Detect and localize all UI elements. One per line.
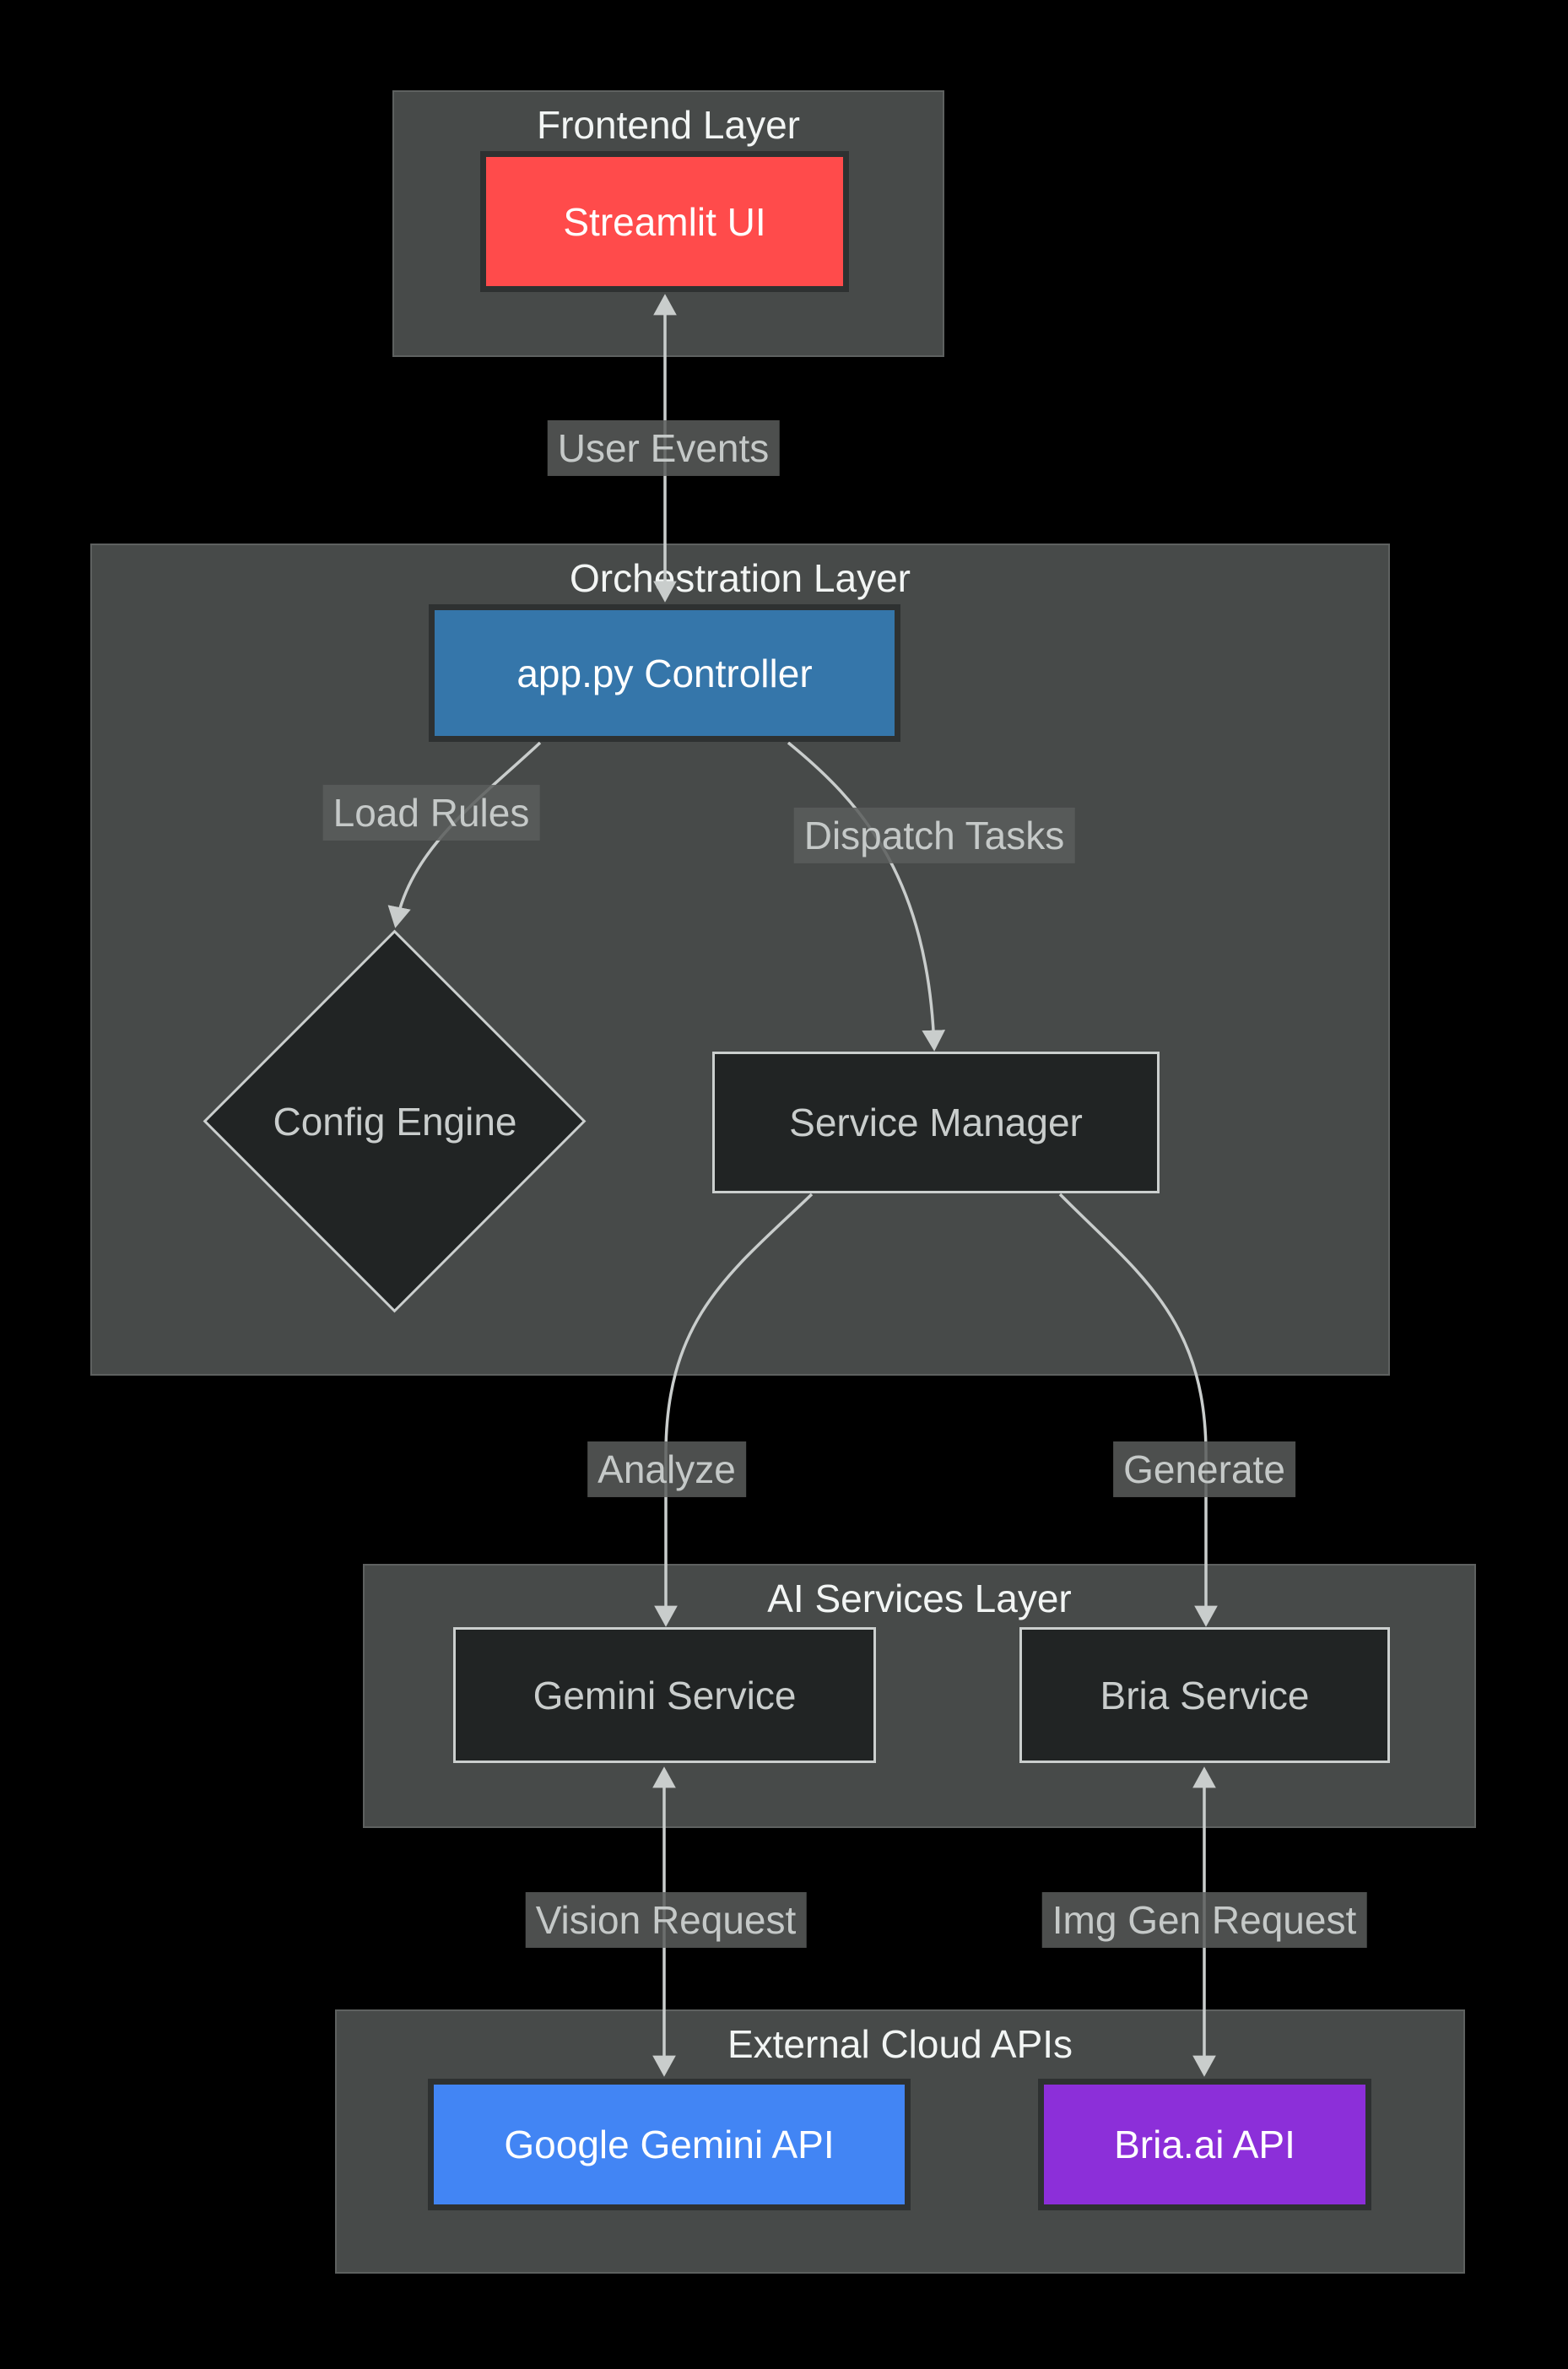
edge-analyze-line xyxy=(654,1193,814,1627)
node-streamlit-ui: Streamlit UI xyxy=(480,151,849,292)
node-service-manager: Service Manager xyxy=(712,1052,1160,1193)
node-service-manager-label: Service Manager xyxy=(789,1101,1083,1144)
node-google-gemini-api-label: Google Gemini API xyxy=(504,2123,835,2166)
edge-label-vision-request: Vision Request xyxy=(525,1891,807,1949)
node-bria-ai-api-label: Bria.ai API xyxy=(1114,2123,1295,2166)
edge-label-generate: Generate xyxy=(1113,1441,1295,1498)
node-bria-service-label: Bria Service xyxy=(1100,1673,1310,1717)
edge-dispatch-tasks-line xyxy=(787,741,946,1052)
edge-label-load-rules: Load Rules xyxy=(322,784,540,841)
node-gemini-service: Gemini Service xyxy=(453,1627,876,1763)
edge-label-img-gen-request: Img Gen Request xyxy=(1041,1891,1367,1949)
node-bria-service: Bria Service xyxy=(1019,1627,1390,1763)
node-app-py-controller: app.py Controller xyxy=(429,604,900,742)
node-google-gemini-api: Google Gemini API xyxy=(428,2079,911,2210)
edge-label-dispatch-tasks: Dispatch Tasks xyxy=(793,807,1075,864)
node-gemini-service-label: Gemini Service xyxy=(533,1673,797,1717)
edge-label-user-events: User Events xyxy=(547,419,780,477)
edge-label-analyze: Analyze xyxy=(587,1441,746,1498)
node-config-engine-label: Config Engine xyxy=(273,1100,517,1144)
node-app-py-controller-label: app.py Controller xyxy=(516,651,813,695)
edge-generate-line xyxy=(1058,1193,1218,1627)
node-streamlit-ui-label: Streamlit UI xyxy=(563,199,766,244)
node-bria-ai-api: Bria.ai API xyxy=(1038,2079,1371,2210)
